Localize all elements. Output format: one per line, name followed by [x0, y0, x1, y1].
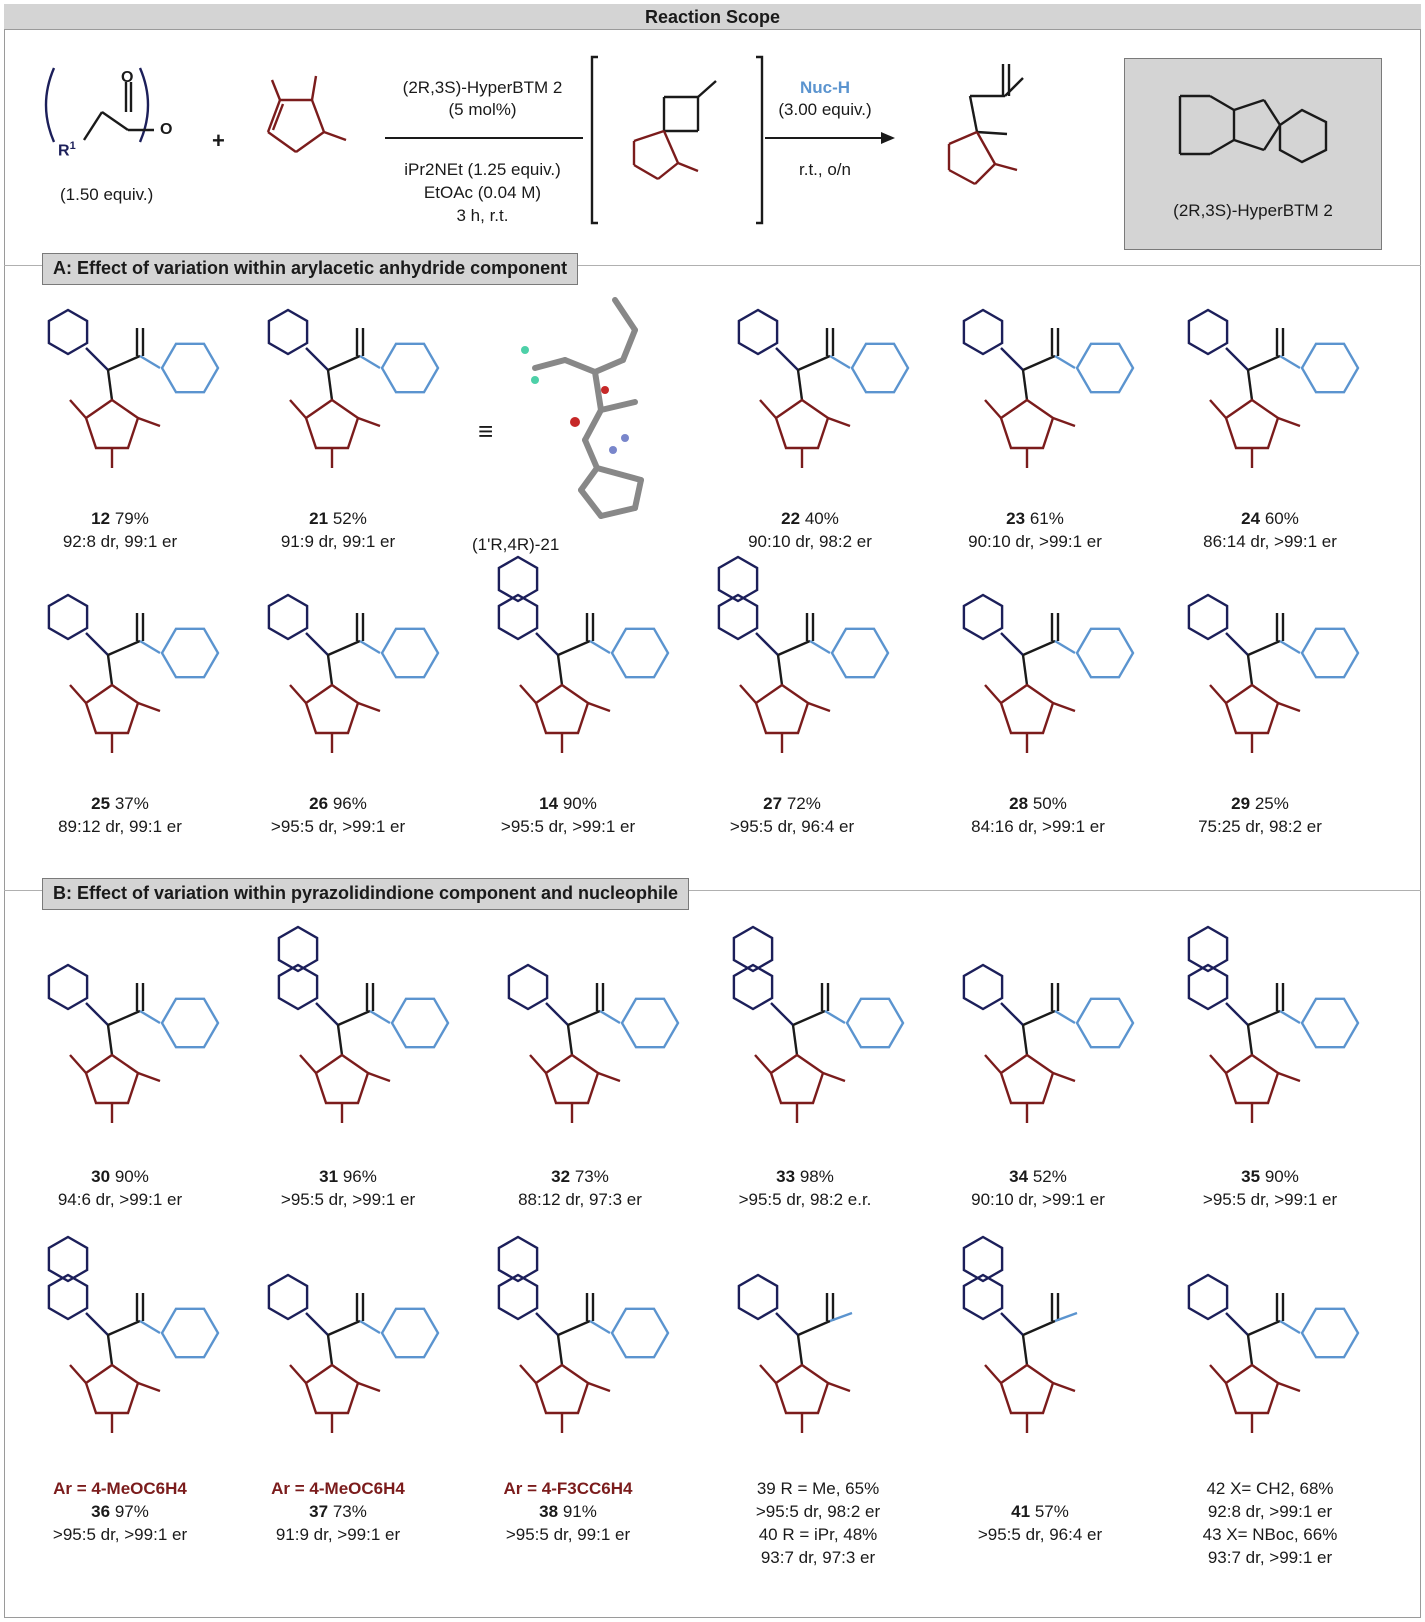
- crystal-structure-image: [521, 297, 644, 519]
- anhydride-o: O: [160, 121, 173, 138]
- condition-base: iPr2NEt (1.25 equiv.): [404, 160, 561, 179]
- product-structure-r1-2: [267, 308, 440, 468]
- caption-33: 33 98%>95:5 dr, 98:2 e.r.: [738, 1167, 872, 1209]
- product-structure-r2-1: [47, 593, 220, 753]
- product-structure-r3-2: [277, 925, 450, 1123]
- catalyst-box: [1124, 58, 1382, 250]
- product-structure-r2-6: [1187, 593, 1360, 753]
- caption-26: 26 96%>95:5 dr, >99:1 er: [270, 794, 406, 836]
- reaction-arrow-1: [385, 137, 583, 139]
- caption-35: 35 90%>95:5 dr, >99:1 er: [1202, 1167, 1338, 1209]
- product-structure-r4-2: [267, 1273, 440, 1433]
- product-structure-r1-5: [1187, 308, 1360, 468]
- condition-catalyst: (2R,3S)-HyperBTM 2: [402, 78, 563, 97]
- product-structure-r3-3: [507, 963, 680, 1123]
- caption-28: 28 50%84:16 dr, >99:1 er: [971, 794, 1105, 836]
- product-structure-r1-1: [47, 308, 220, 468]
- product-structure-r1-3: [737, 308, 910, 468]
- caption-23: 23 61%90:10 dr, >99:1 er: [968, 509, 1102, 551]
- condition-solvent: EtOAc (0.04 M): [423, 183, 542, 202]
- caption-14: 14 90%>95:5 dr, >99:1 er: [500, 794, 636, 836]
- product-structure-r2-4: [717, 555, 890, 753]
- crystal-structure-label: (1'R,4R)-21: [472, 535, 560, 554]
- caption-30: 30 90%94:6 dr, >99:1 er: [57, 1167, 183, 1209]
- anhydride-equiv: (1.50 equiv.): [60, 185, 154, 204]
- anhydride-o-top: O: [121, 69, 134, 86]
- plus-sign: +: [212, 128, 225, 153]
- caption-29: 29 25%75:25 dr, 98:2 er: [1198, 794, 1322, 836]
- product-structure-r4-1: [47, 1235, 220, 1433]
- section-a-label: A: Effect of variation within arylacetic…: [42, 253, 579, 285]
- equivalence-sign: ≡: [478, 416, 494, 446]
- section-b-label: B: Effect of variation within pyrazolidi…: [42, 878, 690, 910]
- condition-loading: (5 mol%): [448, 100, 517, 119]
- product-structure-r1-4: [962, 308, 1135, 468]
- figure-title: Reaction Scope: [4, 4, 1421, 30]
- caption-31: 31 96%>95:5 dr, >99:1 er: [280, 1167, 416, 1209]
- product-structure-r2-3: [497, 555, 670, 753]
- pyrazolidindione-structure: [266, 75, 347, 153]
- nucleophile-equiv: (3.00 equiv.): [778, 100, 872, 119]
- caption-27: 27 72%>95:5 dr, 96:4 er: [729, 794, 855, 836]
- divider-middle: [4, 890, 1421, 891]
- spiro-lactone-intermediate: [590, 55, 764, 225]
- product-structure-r2-5: [962, 593, 1135, 753]
- condition-time: 3 h, r.t.: [456, 206, 509, 225]
- caption-25: 25 37%89:12 dr, 99:1 er: [58, 794, 182, 836]
- caption-32: 32 73%88:12 dr, 97:3 er: [518, 1167, 642, 1209]
- caption-12: 12 79%92:8 dr, 99:1 er: [62, 509, 178, 551]
- product-structure-r2-2: [267, 593, 440, 753]
- product-structure-r4-5: [962, 1235, 1078, 1433]
- caption-41: 41 57%>95:5 dr, 96:4 er: [977, 1502, 1103, 1544]
- product-structure-r4-4: [737, 1273, 853, 1433]
- caption-22: 22 40%90:10 dr, 98:2 er: [748, 509, 872, 551]
- catalyst-label: (2R,3S)-HyperBTM 2: [1173, 201, 1333, 220]
- anhydride-structure: [44, 67, 154, 143]
- anhydride-r1: R1: [58, 140, 76, 160]
- product-structure-r3-1: [47, 963, 220, 1123]
- nucleophile-conditions: r.t., o/n: [799, 160, 851, 179]
- product-structure-r4-3: [497, 1235, 670, 1433]
- product-structure-r3-6: [1187, 925, 1360, 1123]
- product-structure-r3-5: [962, 963, 1135, 1123]
- hyperbtm-catalyst-structure: [1178, 94, 1328, 164]
- product-general-structure: [947, 64, 1024, 186]
- product-structure-r4-6: [1187, 1273, 1360, 1433]
- nucleophile-label: Nuc-H: [799, 78, 851, 97]
- divider-top: [4, 265, 1421, 266]
- caption-24: 24 60%86:14 dr, >99:1 er: [1203, 509, 1337, 551]
- caption-21: 21 52%91:9 dr, 99:1 er: [280, 509, 396, 551]
- reaction-arrow-2: [765, 132, 895, 144]
- caption-34: 34 52%90:10 dr, >99:1 er: [971, 1167, 1105, 1209]
- product-structure-r3-4: [732, 925, 905, 1123]
